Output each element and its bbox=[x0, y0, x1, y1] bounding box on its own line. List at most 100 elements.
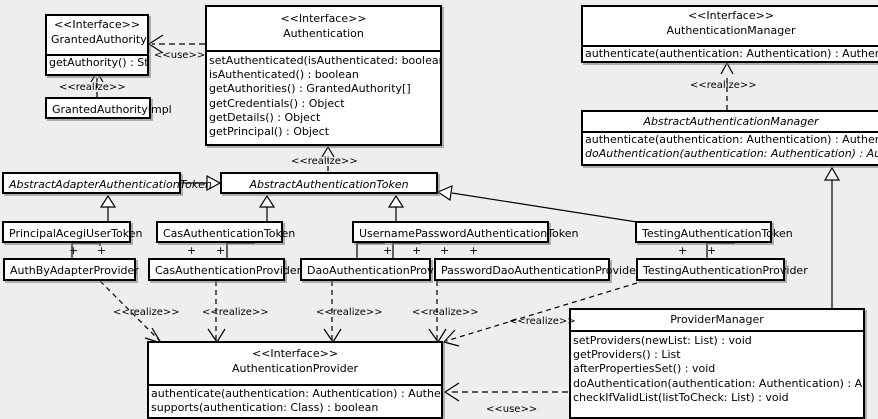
multiplicity-plus: + bbox=[97, 244, 107, 257]
class-box-dao-authentication-provider[interactable]: DaoAuthenticationProvider bbox=[300, 258, 455, 282]
class-box-cas-authentication-provider[interactable]: CasAuthenticationProvider bbox=[148, 258, 302, 282]
member-row: getProviders() : List bbox=[573, 348, 681, 362]
class-box-granted-authority-impl[interactable]: GrantedAuthorityImpl bbox=[45, 97, 172, 121]
relation-label-realize-testingauthenticationprovider: <<realize>> bbox=[509, 316, 576, 327]
multiplicity-plus: + bbox=[187, 244, 197, 257]
class-box-authentication-provider[interactable]: <<Interface>> AuthenticationProvider aut… bbox=[147, 341, 443, 419]
class-box-testing-authentication-provider[interactable]: TestingAuthenticationProvider bbox=[636, 258, 808, 282]
class-box-authentication-manager[interactable]: <<Interface>> AuthenticationManager auth… bbox=[581, 5, 878, 63]
class-header: PasswordDaoAuthenticationProvider bbox=[436, 260, 641, 282]
class-members: setProviders(newList: List) : void getPr… bbox=[571, 332, 863, 405]
class-name: GrantedAuthorityImpl bbox=[52, 103, 172, 116]
member-row: getCredentials() : Object bbox=[209, 96, 345, 110]
member-row: isAuthenticated() : boolean bbox=[209, 68, 359, 82]
member-row: setAuthenticated(isAuthenticated: boolea… bbox=[209, 54, 440, 67]
class-name: DaoAuthenticationProvider bbox=[307, 264, 455, 277]
class-box-abstract-authentication-manager[interactable]: AbstractAuthenticationManager authentica… bbox=[581, 110, 878, 166]
stereotype-interface: <<Interface>> bbox=[687, 9, 775, 22]
multiplicity-plus: + bbox=[69, 244, 79, 257]
multiplicity-plus: + bbox=[216, 244, 226, 257]
stereotype-interface: <<Interface>> bbox=[53, 18, 141, 31]
class-header: CasAuthenticationToken bbox=[158, 223, 296, 245]
class-header: <<Interface>> AuthenticationProvider bbox=[149, 343, 441, 386]
member-row: getPrincipal() : Object bbox=[209, 125, 330, 139]
relation-label-realize-authbyadapterprovider: <<realize>> bbox=[113, 307, 180, 318]
class-name: TestingAuthenticationProvider bbox=[643, 264, 808, 277]
multiplicity-plus: + bbox=[707, 244, 717, 257]
class-members: authenticate(authentication: Authenticat… bbox=[583, 47, 878, 61]
multiplicity-plus: + bbox=[412, 244, 422, 257]
relation-label-realize-abstractauthenticationtoken: <<realize>> bbox=[291, 156, 358, 167]
class-box-abstract-authentication-token[interactable]: AbstractAuthenticationToken bbox=[220, 172, 438, 194]
relation-label-realize-grantedauthorityimpl: <<realize>> bbox=[59, 82, 126, 93]
relation-label-realize-abstractauthenticationmanager: <<realize>> bbox=[690, 80, 757, 91]
relation-label-use-providermanager: <<use>> bbox=[486, 404, 538, 415]
class-header: <<Interface>> GrantedAuthority bbox=[47, 16, 147, 56]
member-row: checkIfValidList(listToCheck: List) : vo… bbox=[573, 390, 789, 404]
relation-label-realize-passworddaoauthenticationprovider: <<realize>> bbox=[412, 307, 479, 318]
class-box-authentication[interactable]: <<Interface>> Authentication setAuthenti… bbox=[205, 5, 442, 146]
class-header: <<Interface>> Authentication bbox=[207, 7, 440, 52]
class-box-password-dao-authentication-provider[interactable]: PasswordDaoAuthenticationProvider bbox=[434, 258, 641, 282]
class-name: TestingAuthenticationToken bbox=[642, 227, 793, 240]
class-box-granted-authority[interactable]: <<Interface>> GrantedAuthority getAuthor… bbox=[45, 14, 149, 76]
class-members: getAuthority() : String bbox=[47, 56, 147, 70]
multiplicity-plus: + bbox=[383, 244, 393, 257]
member-row: getAuthorities() : GrantedAuthority[] bbox=[209, 82, 411, 96]
class-name: UsernamePasswordAuthenticationToken bbox=[359, 227, 579, 240]
class-name: ProviderManager bbox=[670, 313, 764, 326]
member-row: authenticate(authentication: Authenticat… bbox=[585, 47, 878, 60]
multiplicity-plus: + bbox=[469, 244, 479, 257]
class-header: GrantedAuthorityImpl bbox=[47, 99, 172, 121]
class-header: TestingAuthenticationToken bbox=[637, 223, 793, 245]
class-name: CasAuthenticationToken bbox=[163, 227, 296, 240]
class-members: authenticate(authentication: Authenticat… bbox=[149, 386, 441, 415]
class-box-auth-by-adapter-provider[interactable]: AuthByAdapterProvider bbox=[3, 258, 139, 282]
class-header: PrincipalAcegiUserToken bbox=[4, 223, 142, 245]
class-name: AbstractAuthenticationToken bbox=[249, 178, 409, 191]
class-name: Authentication bbox=[283, 27, 364, 40]
member-row: doAuthentication(authentication: Authent… bbox=[573, 376, 863, 390]
class-name: AbstractAdapterAuthenticationToken bbox=[9, 178, 212, 191]
class-header: AbstractAdapterAuthenticationToken bbox=[4, 174, 212, 196]
member-row: doAuthentication(authentication: Authent… bbox=[585, 147, 878, 161]
multiplicity-plus: + bbox=[678, 244, 688, 257]
class-name: CasAuthenticationProvider bbox=[155, 264, 302, 277]
relation-label-use-authentication-grantedauthority: <<use>> bbox=[154, 50, 206, 61]
class-box-principal-acegi-user-token[interactable]: PrincipalAcegiUserToken bbox=[2, 221, 142, 245]
stereotype-interface: <<Interface>> bbox=[251, 347, 339, 360]
member-row: afterPropertiesSet() : void bbox=[573, 362, 716, 376]
member-row: getAuthority() : String bbox=[49, 56, 147, 69]
class-header: AbstractAuthenticationToken bbox=[222, 174, 436, 196]
class-header: DaoAuthenticationProvider bbox=[302, 260, 455, 282]
class-box-provider-manager[interactable]: ProviderManager setProviders(newList: Li… bbox=[569, 308, 865, 419]
class-name: GrantedAuthority bbox=[51, 33, 147, 46]
class-header: TestingAuthenticationProvider bbox=[638, 260, 808, 282]
class-name: AbstractAuthenticationManager bbox=[643, 115, 819, 128]
multiplicity-plus: + bbox=[440, 244, 450, 257]
class-header: <<Interface>> AuthenticationManager bbox=[583, 7, 878, 47]
class-box-testing-authentication-token[interactable]: TestingAuthenticationToken bbox=[635, 221, 793, 245]
member-row: authenticate(authentication: Authenticat… bbox=[585, 133, 878, 146]
relation-label-realize-daoauthenticationprovider: <<realize>> bbox=[316, 307, 383, 318]
class-name: AuthenticationProvider bbox=[231, 362, 359, 375]
class-box-username-password-authentication-token[interactable]: UsernamePasswordAuthenticationToken bbox=[352, 221, 579, 245]
member-row: supports(authentication: Class) : boolea… bbox=[151, 401, 379, 415]
class-members: setAuthenticated(isAuthenticated: boolea… bbox=[207, 52, 440, 139]
class-header: CasAuthenticationProvider bbox=[150, 260, 302, 282]
member-row: authenticate(authentication: Authenticat… bbox=[151, 387, 441, 400]
class-name: AuthenticationManager bbox=[666, 24, 796, 37]
class-name: AuthByAdapterProvider bbox=[10, 264, 139, 277]
stereotype-interface: <<Interface>> bbox=[280, 12, 367, 25]
class-header: AuthByAdapterProvider bbox=[5, 260, 139, 282]
class-header: UsernamePasswordAuthenticationToken bbox=[354, 223, 579, 245]
member-row: setProviders(newList: List) : void bbox=[573, 334, 752, 347]
class-name: PasswordDaoAuthenticationProvider bbox=[441, 264, 641, 277]
class-header: ProviderManager bbox=[571, 310, 863, 332]
class-box-cas-authentication-token[interactable]: CasAuthenticationToken bbox=[156, 221, 296, 245]
member-row: getDetails() : Object bbox=[209, 110, 321, 124]
relation-label-realize-casauthenticationprovider: <<realize>> bbox=[202, 307, 269, 318]
class-box-abstract-adapter-authentication-token[interactable]: AbstractAdapterAuthenticationToken bbox=[2, 172, 212, 196]
class-members: authenticate(authentication: Authenticat… bbox=[583, 133, 878, 161]
